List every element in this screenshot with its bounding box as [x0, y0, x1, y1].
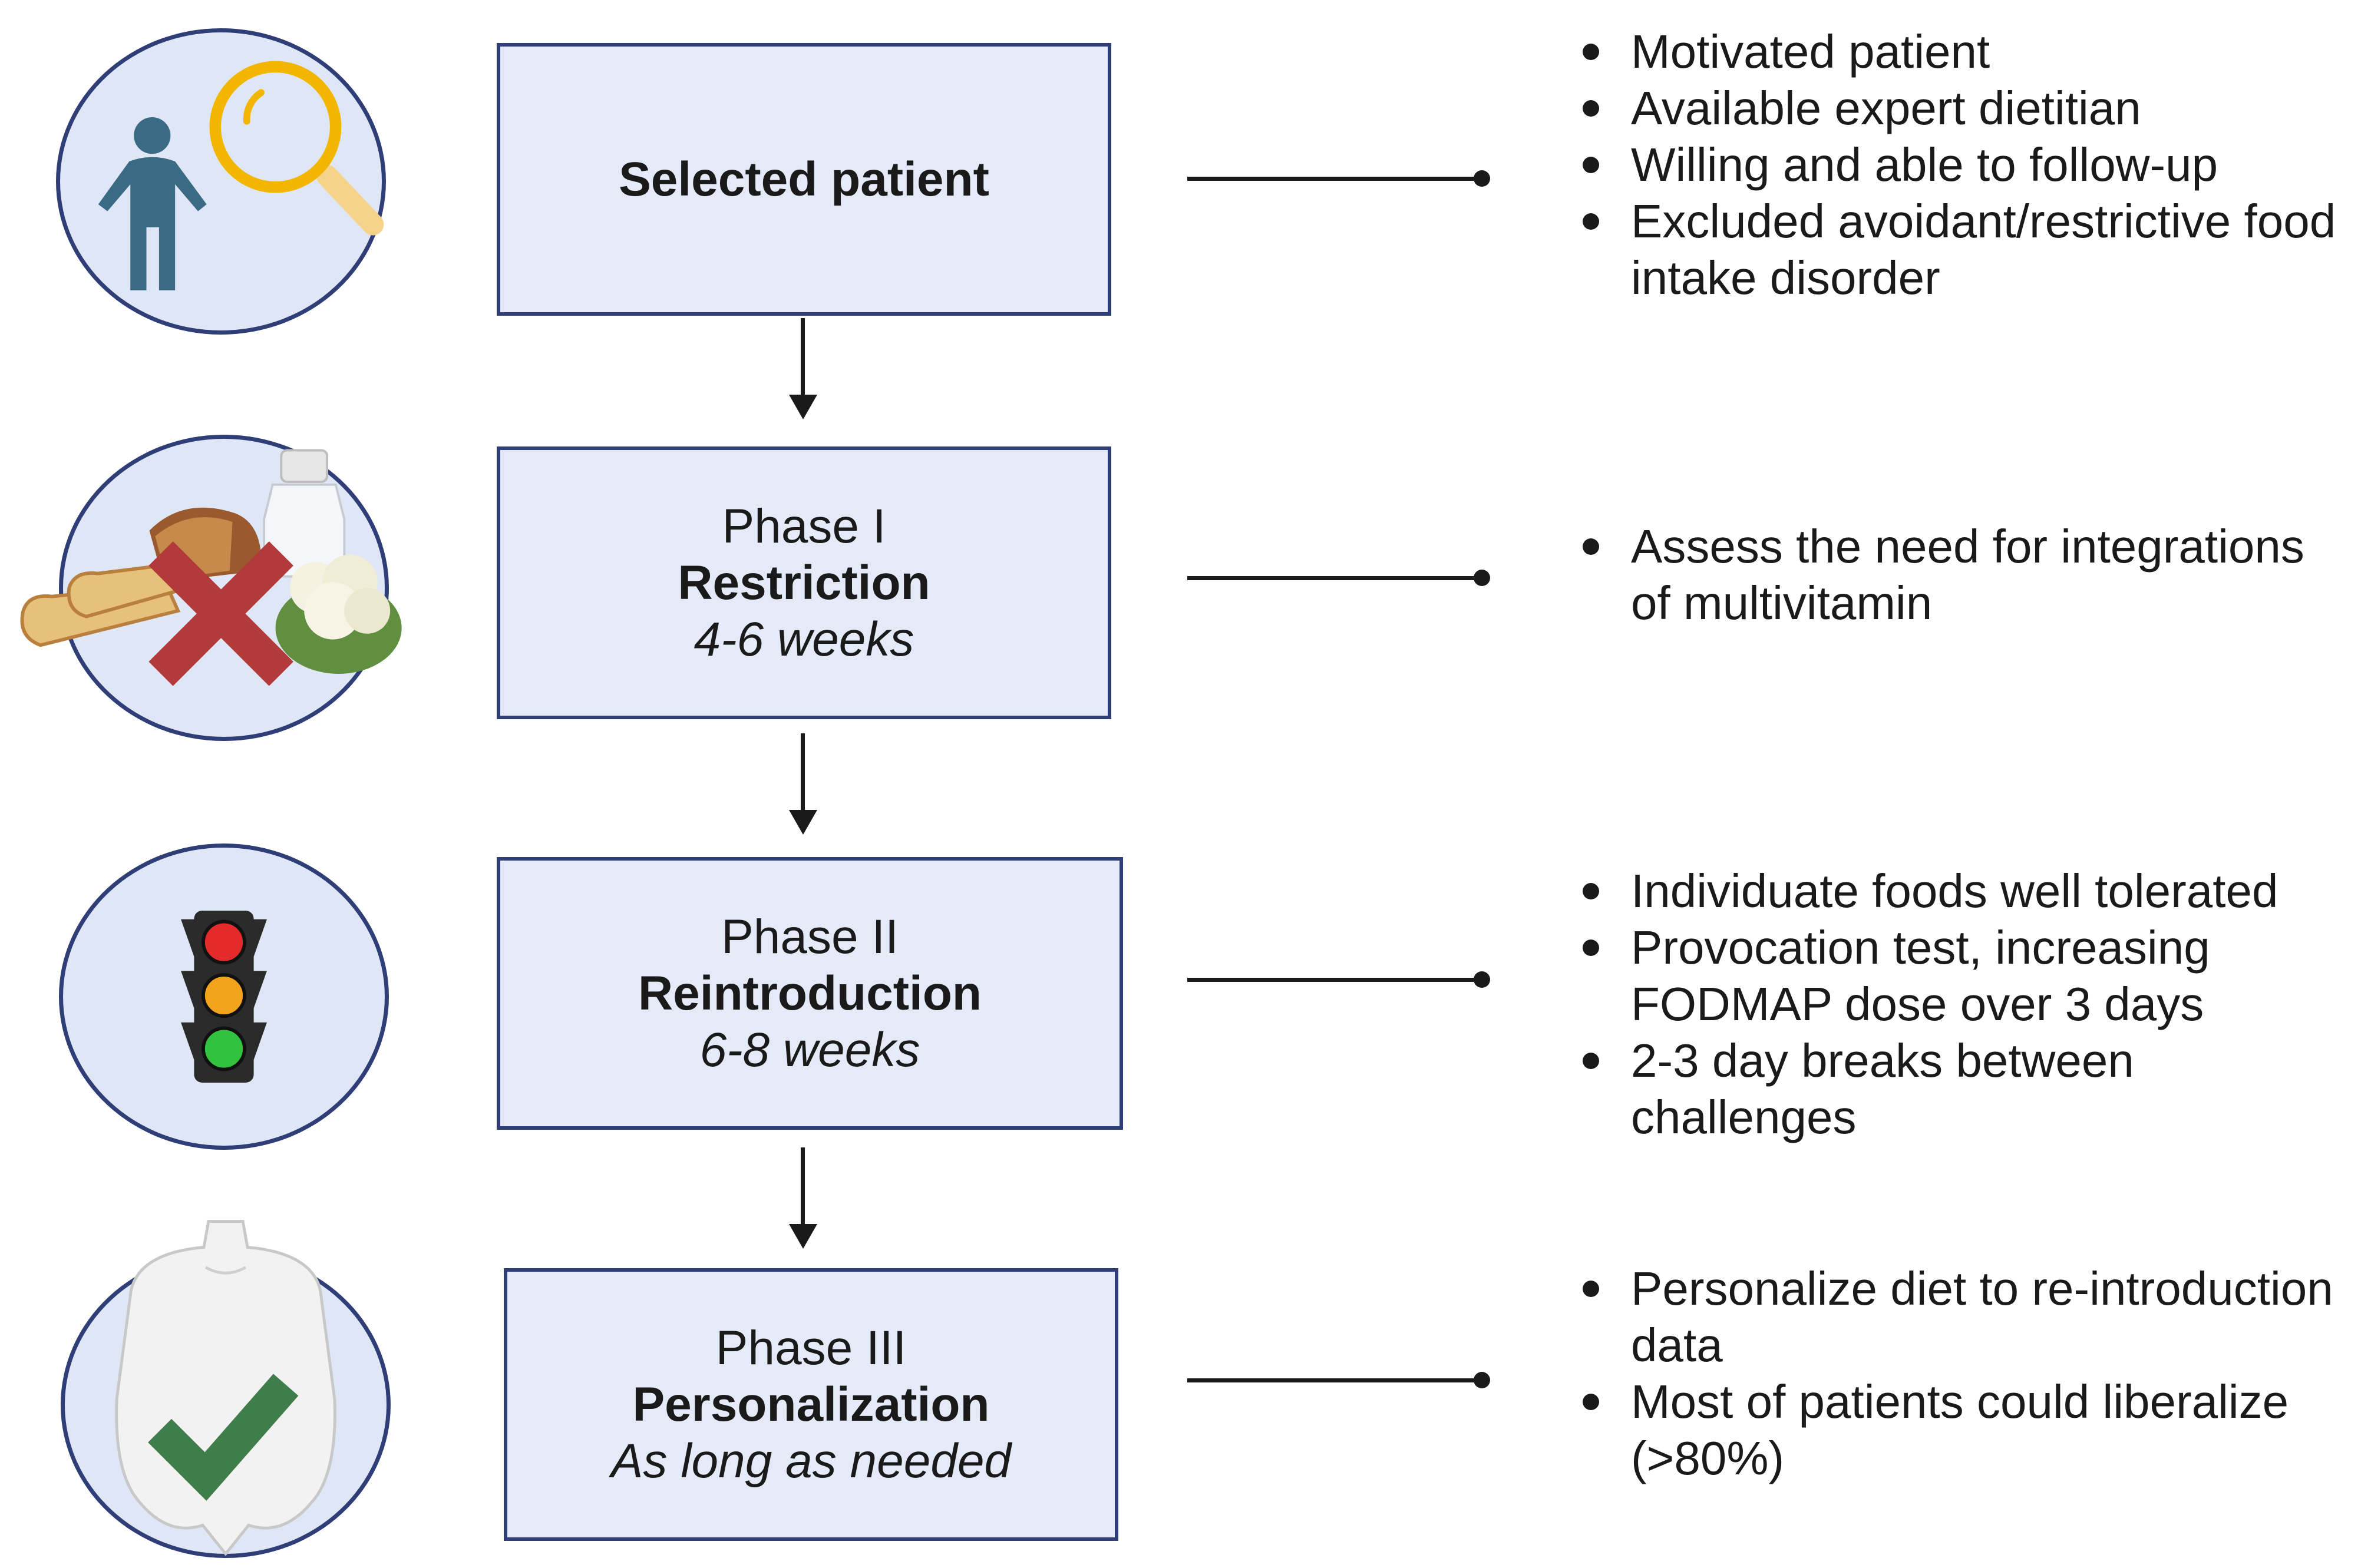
phase-duration: 4-6 weeks [694, 612, 914, 666]
connector-restriction [1187, 570, 1490, 586]
phase-box-reintroduction: Phase II Reintroduction 6-8 weeks [497, 857, 1123, 1130]
bullets-selected-patient: Motivated patient Available expert dieti… [1567, 24, 2351, 306]
step-phase-2: Phase II Reintroduction 6-8 weeks Indivi… [0, 0, 2371, 1150]
phase-label: Phase I [722, 499, 886, 553]
step-selected-patient: Selected patient Motivated patient Avail… [0, 0, 2371, 395]
phase-title: Personalization [632, 1377, 990, 1431]
list-item: Provocation test, increasing FODMAP dose… [1567, 919, 2351, 1033]
body-checkmark-icon [115, 1220, 336, 1556]
connector-selected-patient [1187, 170, 1490, 187]
selected-patient-icon-circle [56, 28, 386, 335]
phase-label: Phase II [721, 909, 899, 964]
list-item: Willing and able to follow-up [1567, 137, 2351, 193]
list-item: Individuate foods well tolerated [1567, 863, 2351, 919]
bullets-personalization: Personalize diet to re-introduction data… [1567, 1261, 2351, 1487]
list-item: Motivated patient [1567, 24, 2351, 80]
step-phase-1: Phase I Restriction 4-6 weeks Assess the… [0, 0, 2371, 741]
bullets-reintroduction: Individuate foods well tolerated Provoca… [1567, 863, 2351, 1146]
list-item: Personalize diet to re-introduction data [1567, 1261, 2351, 1374]
restriction-icon-circle [20, 435, 402, 741]
list-item: Available expert dietitian [1567, 80, 2351, 137]
list-item: 2-3 day breaks between challenges [1567, 1033, 2351, 1146]
phase-title: Restriction [678, 555, 930, 610]
phase-duration: 6-8 weeks [699, 1023, 920, 1077]
restricted-food-icon [20, 449, 402, 686]
phase-box-personalization: Phase III Personalization As long as nee… [504, 1268, 1118, 1541]
bullets-restriction: Assess the need for integrations of mult… [1567, 518, 2351, 631]
list-item: Most of patients could liberalize (>80%) [1567, 1374, 2351, 1487]
list-item: Excluded avoidant/restrictive food intak… [1567, 193, 2351, 306]
phase-box-selected-patient: Selected patient [497, 43, 1111, 316]
reintroduction-icon-circle [59, 843, 389, 1150]
connector-reintroduction [1187, 971, 1490, 988]
magnifier-person-icon [98, 61, 384, 290]
personalization-icon-circle [61, 1220, 391, 1558]
phase-label: Phase III [715, 1321, 907, 1375]
phase-box-restriction: Phase I Restriction 4-6 weeks [497, 446, 1111, 719]
phase-title: Reintroduction [638, 966, 982, 1020]
list-item: Assess the need for integrations of mult… [1567, 518, 2351, 631]
traffic-light-icon [181, 911, 267, 1083]
selected-patient-title: Selected patient [619, 152, 989, 206]
phase-duration: As long as needed [610, 1434, 1012, 1488]
connector-personalization [1187, 1372, 1490, 1388]
